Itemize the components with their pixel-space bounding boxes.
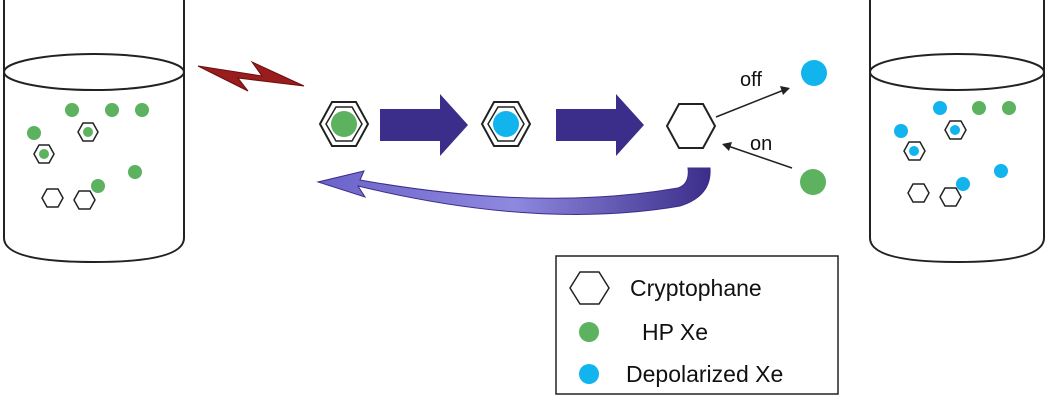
hp-xe-atom xyxy=(135,103,149,117)
return-curved-arrow xyxy=(316,167,711,215)
legend: Cryptophane HP Xe Depolarized Xe xyxy=(555,255,839,395)
empty-cryptophane xyxy=(73,190,96,210)
green-dot-icon xyxy=(579,322,599,342)
blue-dot-icon xyxy=(579,364,599,384)
empty-cryptophane xyxy=(907,183,930,203)
hp-xe-atom xyxy=(91,179,105,193)
released-depolarized-xe xyxy=(801,60,827,86)
empty-cryptophane-state xyxy=(665,103,717,149)
cryptophane-hp-xe-state xyxy=(318,101,370,147)
off-arrow xyxy=(715,86,790,118)
depolarized-xe-atom xyxy=(956,177,970,191)
on-arrow xyxy=(722,142,793,169)
rf-pulse-lightning-icon xyxy=(197,60,305,92)
cryptophane-with-depolarized-xe xyxy=(903,141,926,161)
depolarized-xe-atom xyxy=(933,101,947,115)
hp-xe-atom xyxy=(972,101,986,115)
empty-cryptophane xyxy=(939,187,962,207)
empty-cryptophane xyxy=(41,188,64,208)
hp-xe-atom xyxy=(128,165,142,179)
legend-depolarized-xe-label: Depolarized Xe xyxy=(626,361,783,387)
process-arrow-right xyxy=(380,94,468,156)
hp-xe-atom xyxy=(27,126,41,140)
cryptophane-with-depolarized-xe xyxy=(944,120,967,140)
hp-xe-atom xyxy=(1002,101,1016,115)
hp-xe-atom xyxy=(65,103,79,117)
left-sample-tube xyxy=(3,0,185,264)
hexagon-icon xyxy=(569,271,610,305)
process-arrow-right xyxy=(556,94,644,156)
depolarized-xe-atom xyxy=(894,124,908,138)
depolarized-xe-atom xyxy=(994,164,1008,178)
legend-cryptophane-label: Cryptophane xyxy=(630,275,762,301)
right-sample-tube xyxy=(869,0,1045,264)
legend-hp-xe-label: HP Xe xyxy=(642,319,708,345)
off-label: off xyxy=(740,69,762,91)
incoming-hp-xe xyxy=(800,169,826,195)
cryptophane-depolarized-xe-state xyxy=(480,101,532,147)
on-label: on xyxy=(750,133,772,155)
cryptophane-with-hp-xe xyxy=(33,144,55,164)
cryptophane-with-hp-xe xyxy=(77,122,99,142)
hp-xe-atom xyxy=(105,103,119,117)
